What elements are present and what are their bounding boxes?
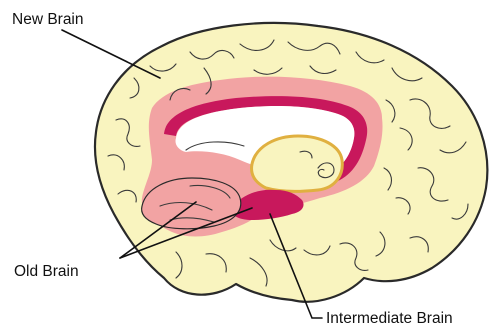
new-brain-label: New Brain [12,11,84,28]
thalamus-outline [252,136,343,191]
new-brain-leader [62,30,160,78]
intermediate-brain-label: Intermediate Brain [326,310,453,327]
old-brain-label: Old Brain [14,263,79,280]
